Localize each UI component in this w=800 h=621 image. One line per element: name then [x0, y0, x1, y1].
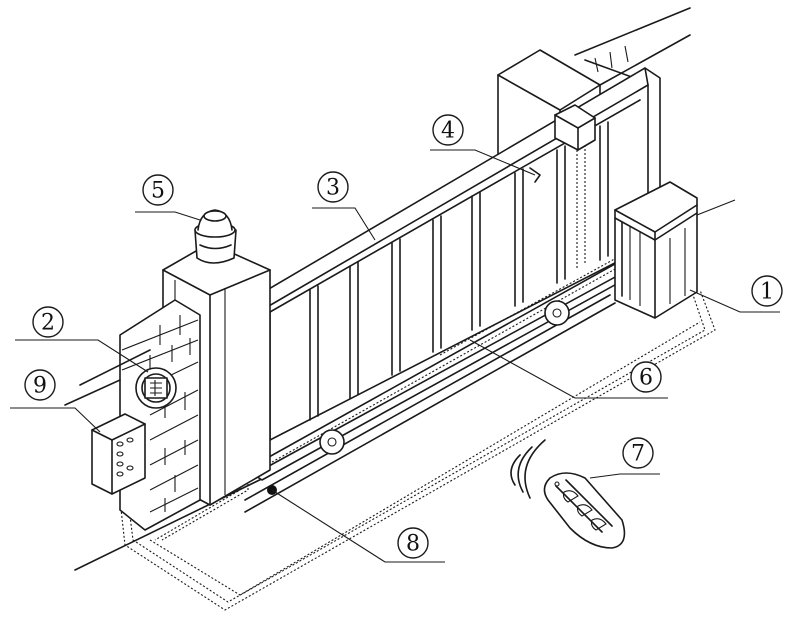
callout-5: 5 — [142, 174, 174, 206]
leader-lines — [10, 149, 780, 563]
callout-8-label: 8 — [406, 532, 420, 557]
callout-7: 7 — [622, 437, 654, 469]
callout-9: 9 — [24, 369, 56, 401]
sliding-gate — [249, 67, 661, 481]
callout-1: 1 — [751, 275, 783, 307]
callout-1-label: 1 — [760, 280, 774, 305]
callout-7-label: 7 — [631, 442, 645, 467]
gate-wheels — [319, 300, 570, 455]
ground-cable-run — [119, 289, 716, 611]
callout-4-label: 4 — [441, 119, 455, 144]
callout-3: 3 — [317, 171, 349, 203]
remote-control — [510, 439, 626, 549]
limit-switch — [529, 104, 596, 270]
gate-base-lines — [74, 294, 616, 571]
gate-bars — [309, 121, 609, 421]
callout-6: 6 — [630, 361, 662, 393]
callout-8: 8 — [397, 527, 429, 559]
callout-2-label: 2 — [41, 311, 55, 336]
warning-lamp — [194, 209, 237, 264]
callout-5-label: 5 — [151, 179, 165, 204]
callout-3-label: 3 — [326, 176, 340, 201]
keypad-box — [91, 413, 146, 495]
callout-6-label: 6 — [639, 366, 653, 391]
callout-9-label: 9 — [33, 374, 47, 399]
gate-motor — [614, 181, 698, 319]
callout-2: 2 — [32, 306, 64, 338]
callout-4: 4 — [432, 114, 464, 146]
card-reader — [135, 367, 177, 409]
